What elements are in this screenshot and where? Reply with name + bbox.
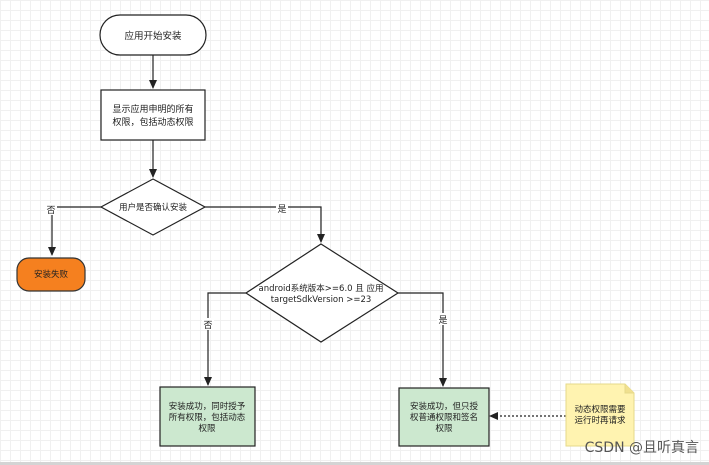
success-partial-line-2: 权普通权限和签名 [410, 412, 478, 423]
start-node[interactable]: 应用开始安装 [99, 14, 207, 56]
edge-version-no [204, 292, 246, 386]
show-permissions-line-2: 权限，包括动态权限 [112, 116, 193, 128]
edge-confirm-no [48, 206, 102, 256]
show-permissions-node[interactable]: 显示应用申明的所有 权限，包括动态权限 [100, 89, 206, 141]
edge-label-no-2: 否 [203, 320, 212, 331]
note-node[interactable]: 动态权限需要 运行时再请求 [565, 383, 635, 447]
success-all-line-2: 所有权限，包括动态 [169, 412, 246, 423]
success-partial-line-3: 权限 [435, 423, 453, 434]
success-partial-node[interactable]: 安装成功，但只授 权普通权限和签名 权限 [398, 387, 490, 447]
edge-confirm-yes [205, 206, 325, 243]
csdn-watermark: CSDN @且听真言 [584, 440, 699, 456]
success-all-line-1: 安装成功，同时授予 [169, 401, 246, 412]
start-label: 应用开始安装 [124, 30, 182, 42]
edges [48, 55, 566, 420]
bottom-border [0, 462, 709, 465]
edge-label-yes-2: 是 [438, 315, 447, 326]
confirm-install-label: 用户是否确认安装 [119, 202, 188, 213]
edge-label-yes-1: 是 [277, 204, 286, 215]
success-all-line-3: 权限 [198, 423, 216, 434]
confirm-install-decision[interactable]: 用户是否确认安装 [99, 178, 207, 236]
version-check-line-1: android系统版本>=6.0 且 应用 [259, 283, 384, 294]
install-fail-label: 安装失败 [34, 269, 69, 280]
install-fail-node[interactable]: 安装失败 [16, 257, 86, 292]
note-line-1: 动态权限需要 [574, 404, 626, 415]
success-all-node[interactable]: 安装成功，同时授予 所有权限，包括动态 权限 [159, 386, 256, 447]
version-check-line-2: targetSdkVersion >=23 [271, 295, 372, 305]
edge-label-no-1: 否 [46, 205, 55, 216]
edge-labels: 否 是 否 是 [45, 202, 449, 331]
success-partial-line-1: 安装成功，但只授 [410, 401, 479, 412]
show-permissions-line-1: 显示应用申明的所有 [112, 103, 193, 115]
note-line-2: 运行时再请求 [574, 415, 626, 426]
version-check-decision[interactable]: android系统版本>=6.0 且 应用 targetSdkVersion >… [244, 243, 400, 343]
edge-version-yes [398, 292, 447, 387]
